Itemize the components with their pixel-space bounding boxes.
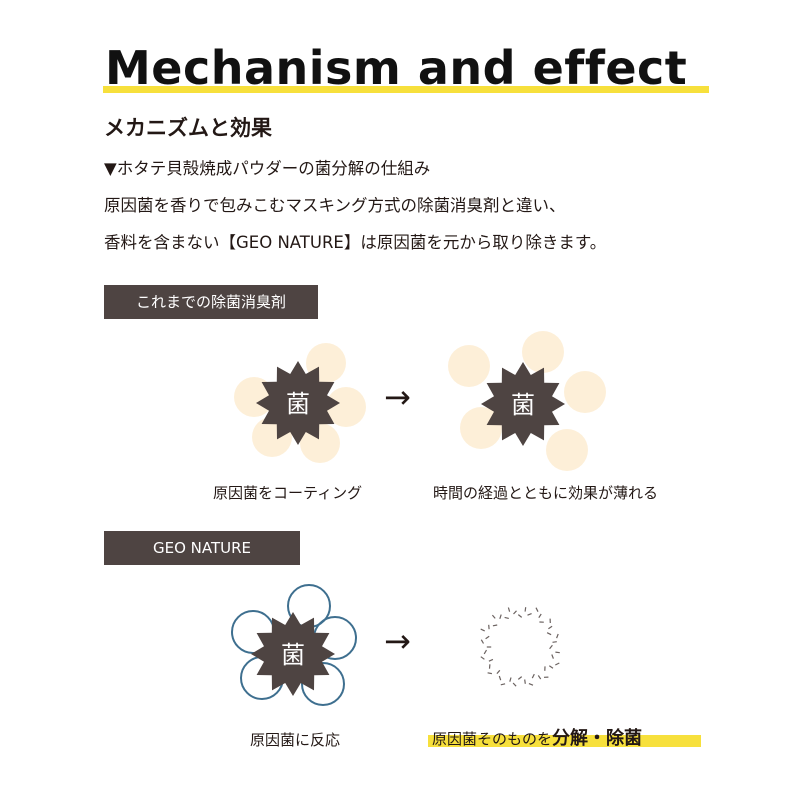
fragrance-circle — [448, 345, 490, 387]
germ-fragment — [518, 677, 521, 680]
germ-fragment — [486, 636, 490, 639]
coated-germ-diagram: 菌 — [228, 335, 368, 475]
caption-coating: 原因菌をコーティング — [213, 482, 362, 503]
germ-fragment — [499, 676, 500, 680]
germ-label: 菌 — [286, 390, 310, 418]
fragrance-circle — [522, 331, 564, 373]
germ-fragment — [488, 673, 492, 674]
germ-fragment — [529, 684, 533, 686]
germ-label: 菌 — [281, 641, 305, 669]
faded-effect-diagram: 菌 — [445, 330, 615, 470]
intro-line-1: ▼ホタテ貝殻焼成パウダーの菌分解の仕組み — [104, 155, 430, 179]
germ-fragment — [539, 614, 541, 618]
germ-fragment — [514, 611, 517, 614]
germ-fragment — [493, 625, 497, 626]
arrow-icon: → — [384, 622, 411, 660]
germ-fragment — [555, 663, 559, 665]
germ-fragment — [532, 674, 534, 678]
intro-line-3: 香料を含まない【GEO NATURE】は原因菌を元から取り除きます。 — [104, 229, 606, 253]
germ-fragment — [505, 617, 509, 618]
caption-reacting: 原因菌に反応 — [250, 729, 340, 750]
germ-fragment — [536, 608, 538, 612]
germ-fragment — [550, 645, 553, 648]
germ-fragment — [552, 655, 554, 659]
germ-fragment — [528, 614, 532, 616]
germ-fragment — [481, 657, 485, 660]
germ-fragment — [497, 670, 500, 673]
arrow-icon: → — [384, 378, 411, 416]
caption-decompose-prefix: 原因菌そのものを — [432, 730, 552, 748]
germ-fragment — [518, 615, 521, 618]
germ-fragment — [484, 650, 486, 654]
page-title: Mechanism and effect — [105, 40, 687, 96]
reacting-germ-diagram: 菌 — [225, 580, 365, 720]
germ-fragment — [481, 629, 485, 631]
germ-fragment — [555, 652, 559, 653]
germ-fragment — [525, 607, 526, 611]
decomposed-germ-diagram — [468, 595, 578, 705]
section-label-geo: GEO NATURE — [104, 531, 300, 565]
germ-label: 菌 — [511, 391, 535, 419]
germ-fragment — [510, 678, 511, 682]
caption-fading: 時間の経過とともに効果が薄れる — [433, 482, 658, 503]
germ-fragment — [513, 683, 516, 686]
caption-decompose-strong: 分解・除菌 — [552, 728, 642, 749]
germ-fragment — [489, 659, 493, 661]
germ-fragment — [500, 615, 501, 619]
section-label-old: これまでの除菌消臭剤 — [104, 285, 318, 319]
germ-fragment — [548, 626, 552, 628]
page-subtitle: メカニズムと効果 — [104, 112, 272, 142]
germ-fragment — [553, 642, 557, 643]
germ-fragment — [492, 615, 495, 618]
fragrance-circle — [546, 429, 588, 471]
germ-fragment — [508, 608, 509, 612]
germ-fragment — [525, 680, 526, 684]
germ-fragment — [549, 666, 553, 668]
germ-fragment — [547, 633, 551, 635]
germ-fragment — [481, 640, 483, 644]
fragrance-circle — [564, 371, 606, 413]
germ-fragment — [557, 634, 559, 638]
germ-fragment — [501, 684, 505, 685]
germ-fragment — [538, 675, 540, 679]
intro-line-2: 原因菌を香りで包みこむマスキング方式の除菌消臭剤と違い、 — [104, 192, 566, 216]
caption-decompose: 原因菌そのものを分解・除菌 — [432, 724, 642, 750]
